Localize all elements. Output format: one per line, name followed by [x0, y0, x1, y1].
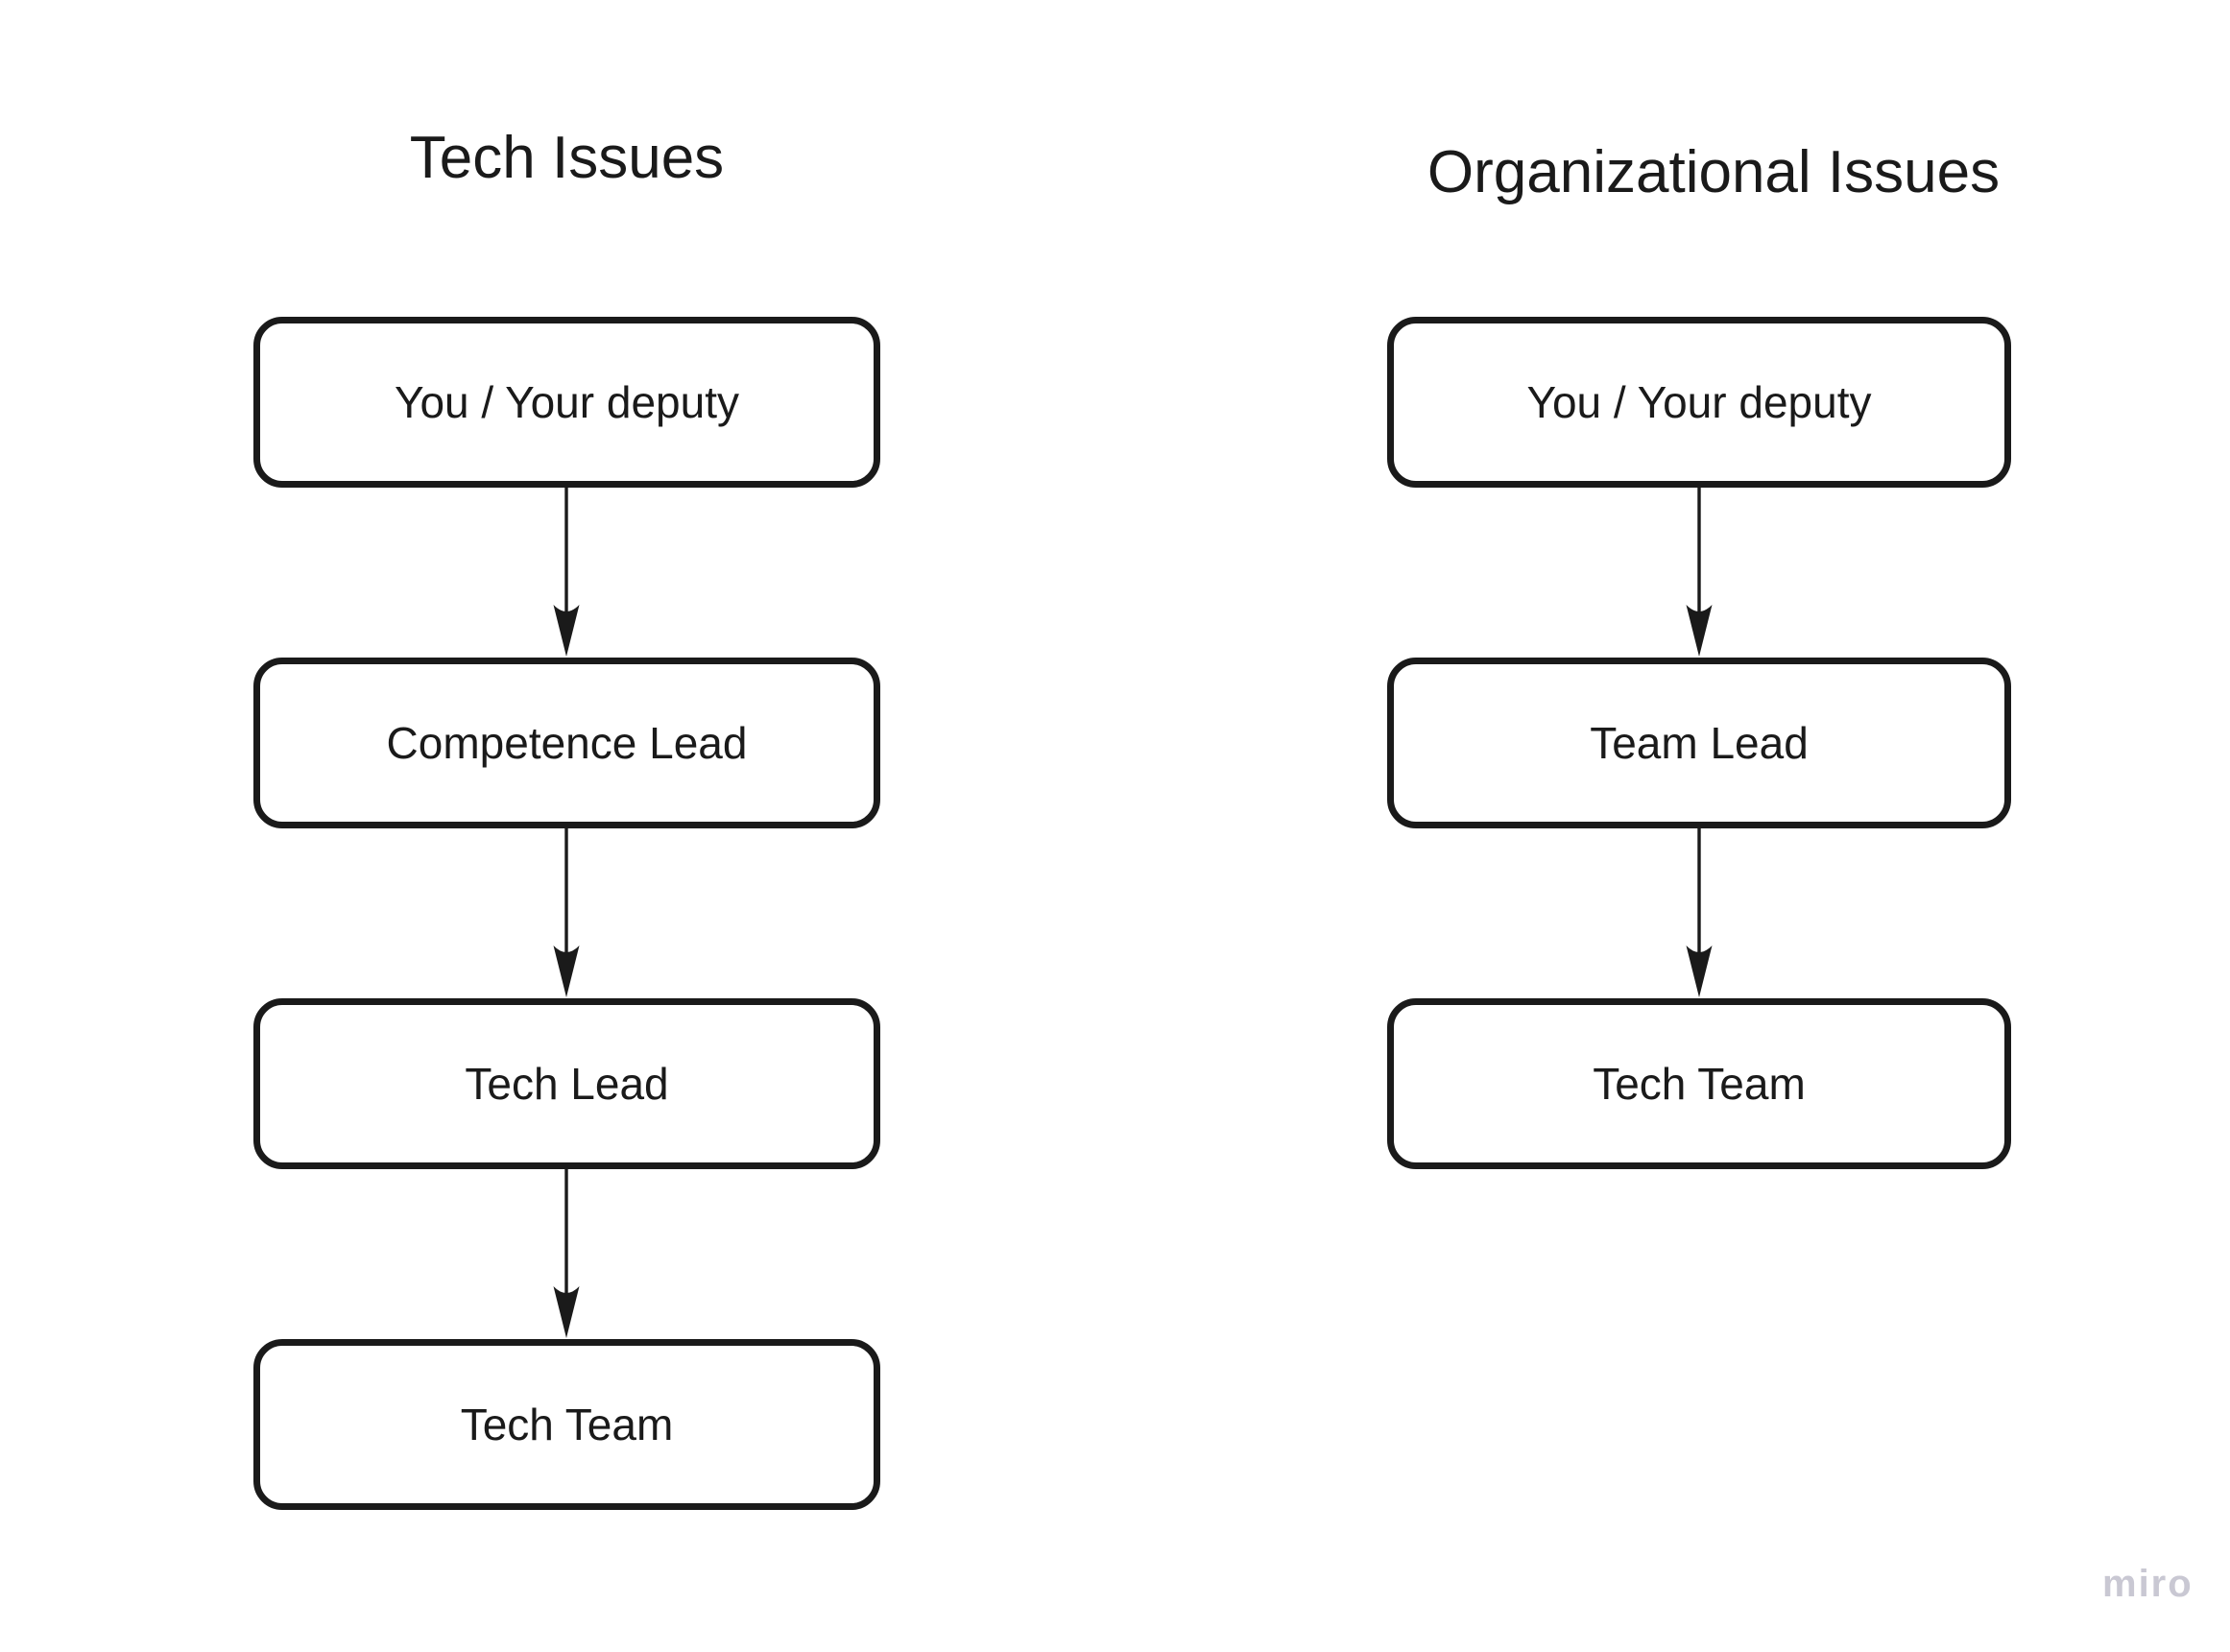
box-label: You / Your deputy — [1526, 377, 1872, 427]
box-tech-team-left[interactable]: Tech Team — [253, 1339, 880, 1510]
box-you-your-deputy-org[interactable]: You / Your deputy — [1387, 317, 2011, 488]
box-competence-lead[interactable]: Competence Lead — [253, 658, 880, 828]
box-label: Tech Lead — [465, 1059, 669, 1109]
connector-arrow-down[interactable] — [1683, 828, 1715, 999]
column-title-tech-issues[interactable]: Tech Issues — [409, 125, 725, 191]
box-tech-lead[interactable]: Tech Lead — [253, 998, 880, 1169]
arrow-head-icon — [1686, 605, 1713, 657]
arrow-head-icon — [553, 1286, 580, 1338]
box-label: Competence Lead — [386, 718, 748, 768]
arrow-head-icon — [1686, 946, 1713, 997]
box-label: Tech Team — [1593, 1059, 1806, 1109]
column-title-organizational-issues[interactable]: Organizational Issues — [1427, 139, 2001, 205]
connector-arrow-down[interactable] — [550, 828, 583, 999]
box-label: You / Your deputy — [395, 377, 739, 427]
box-label: Tech Team — [460, 1400, 674, 1449]
box-tech-team-right[interactable]: Tech Team — [1387, 998, 2011, 1169]
miro-watermark-logo: miro — [2102, 1563, 2194, 1605]
box-team-lead[interactable]: Team Lead — [1387, 658, 2011, 828]
connector-arrow-down[interactable] — [550, 488, 583, 658]
box-label: Team Lead — [1590, 718, 1809, 768]
arrow-head-icon — [553, 946, 580, 997]
arrow-head-icon — [553, 605, 580, 657]
box-you-your-deputy-tech[interactable]: You / Your deputy — [253, 317, 880, 488]
connector-arrow-down[interactable] — [550, 1169, 583, 1340]
connector-arrow-down[interactable] — [1683, 488, 1715, 658]
